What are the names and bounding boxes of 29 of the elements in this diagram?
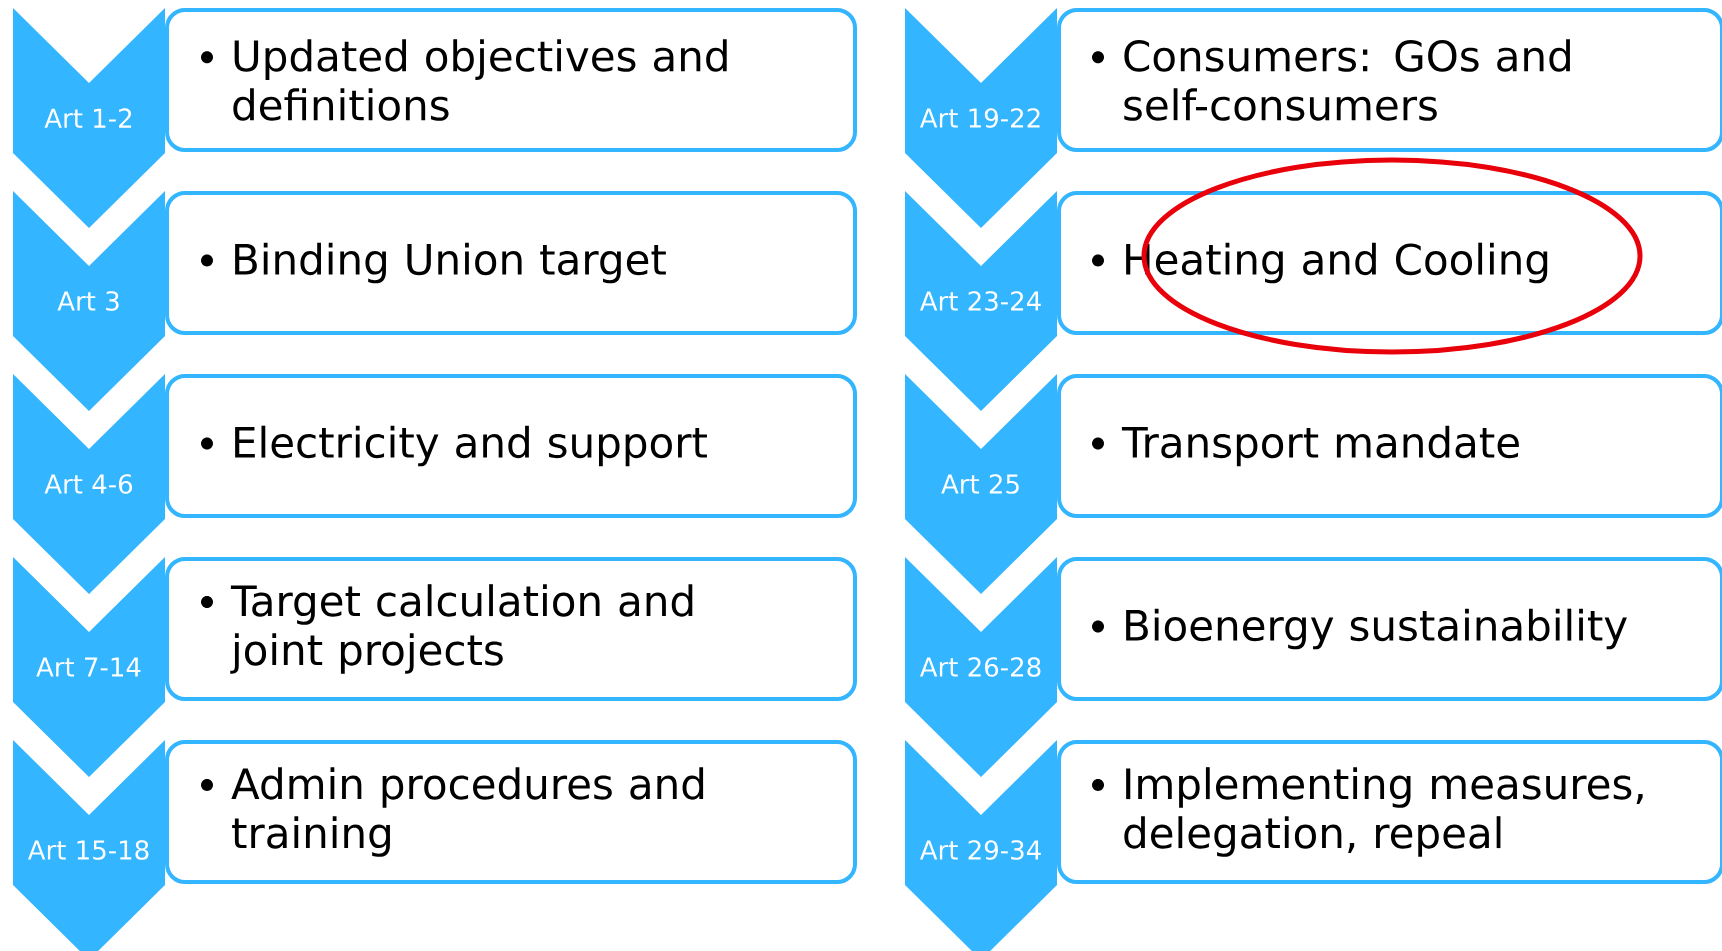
node-label: Art 29-34	[919, 840, 1041, 860]
text-box: Bioenergy sustainability	[1057, 557, 1722, 701]
process-step: Art 29-34	[905, 740, 1057, 951]
node-label: Art 25	[941, 474, 1019, 494]
text-box: Implementing measures, delegation, repeal	[1057, 740, 1722, 884]
text-box: Electricity and support	[165, 374, 857, 518]
process-step: Art 26-28	[905, 557, 1057, 777]
process-step: Art 25	[905, 374, 1057, 594]
text-box: Updated objectives and definitions	[165, 8, 857, 152]
process-step: Art 15-18	[13, 740, 165, 951]
node-label: Art 15-18	[27, 840, 149, 860]
node-label: Art 7-14	[36, 657, 141, 677]
text-box: Binding Union target	[165, 191, 857, 335]
node-label: Art 3	[57, 291, 119, 311]
process-step: Art 3	[13, 191, 165, 411]
node-label: Art 4-6	[44, 474, 133, 494]
node-label: Art 23-24	[919, 291, 1041, 311]
node-label: Art 19-22	[919, 108, 1040, 128]
text-box: Transport mandate	[1057, 374, 1722, 518]
process-step: Art 7-14	[13, 557, 165, 777]
text-box: Admin procedures and training	[165, 740, 857, 884]
text-box: Target calculation and joint projects	[165, 557, 857, 701]
text-box: Consumers: GOs and self-consumers	[1057, 8, 1722, 152]
process-step: Art 4-6	[13, 374, 165, 594]
process-step: Art 19-22	[905, 8, 1057, 228]
node-label: Art 1-2	[44, 108, 132, 128]
process-step: Art 1-2	[13, 8, 165, 228]
node-label: Art 26-28	[919, 657, 1041, 677]
process-step: Art 23-24	[905, 191, 1057, 411]
